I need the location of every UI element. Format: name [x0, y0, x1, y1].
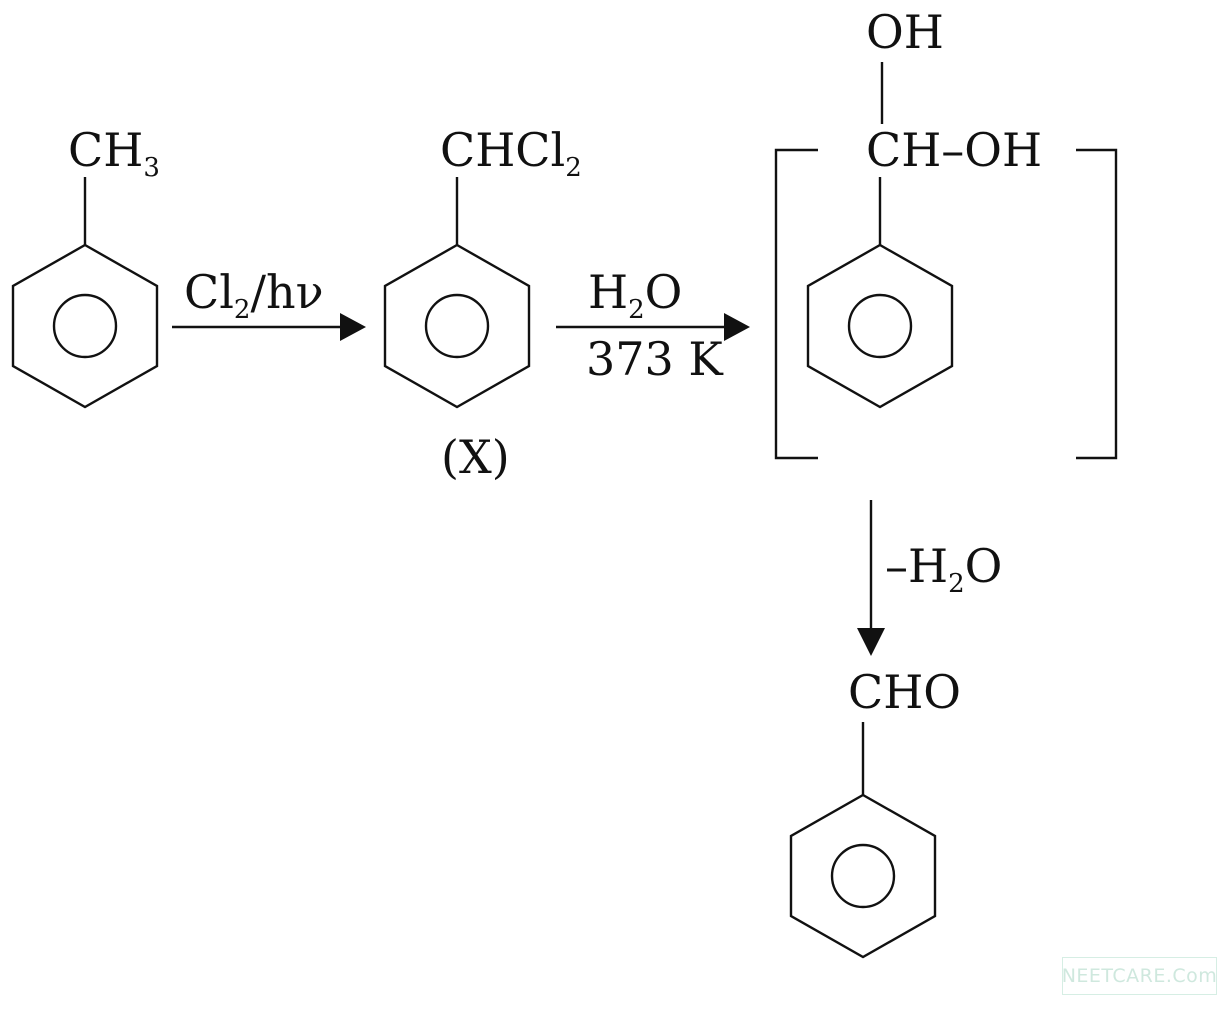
aromatic-circle — [424, 293, 490, 359]
ch-oh-label: CH–OH — [866, 123, 1042, 177]
reagent-label: Cl2/hν — [184, 265, 324, 325]
step3-arrow: –H2O — [857, 500, 1002, 656]
hydroxyl-top-label: OH — [866, 5, 944, 59]
methyl-label: CH3 — [68, 123, 160, 183]
arrow-head — [340, 313, 366, 341]
aromatic-circle — [830, 843, 896, 909]
arrow-head — [724, 313, 750, 341]
toluene: CH3 — [11, 123, 160, 409]
watermark-logo: NEETCARE.Com — [1062, 957, 1217, 995]
benzaldehyde: CHO — [789, 665, 961, 959]
benzene-ring — [806, 243, 954, 409]
dichloromethyl-label: CHCl2 — [440, 123, 582, 183]
gem-diol-intermediate: OH CH–OH — [774, 5, 1118, 460]
dehydration-label: –H2O — [885, 539, 1002, 599]
right-bracket — [1076, 148, 1118, 460]
step1-arrow: Cl2/hν — [172, 265, 366, 341]
benzene-ring — [383, 243, 531, 409]
benzal-chloride: CHCl2 (X) — [383, 123, 582, 484]
benzene-ring — [789, 793, 937, 959]
reagent-water-label: H2O — [588, 265, 682, 325]
left-bracket — [774, 148, 818, 460]
arrow-head — [857, 628, 885, 656]
aromatic-circle — [847, 293, 913, 359]
step2-arrow: H2O 373 K — [556, 265, 750, 386]
benzene-ring — [11, 243, 159, 409]
aromatic-circle — [52, 293, 118, 359]
compound-x-label: (X) — [441, 430, 510, 484]
temperature-label: 373 K — [586, 332, 724, 386]
aldehyde-label: CHO — [848, 665, 961, 719]
